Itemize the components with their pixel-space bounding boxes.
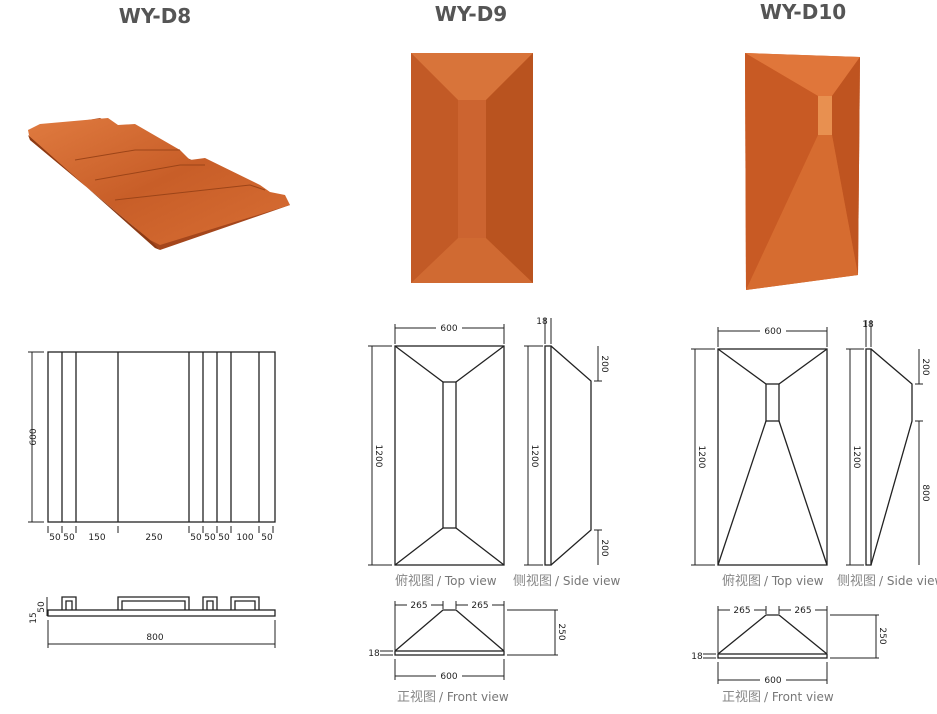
d10-side-top: 200 — [920, 358, 930, 375]
d10-front-left: 265 — [733, 606, 750, 616]
product-title-d8: WY-D8 — [118, 4, 192, 28]
d10-side-caption: 侧视图/ Side view — [837, 574, 937, 589]
d10-top-view: 600 1200 俯视图/ Top view — [691, 325, 828, 589]
d8-top-view: 600 50 50 150 250 50 50 50 100 50 — [28, 351, 276, 543]
d8-seg-label: 50 — [63, 533, 75, 543]
d8-height-label: 600 — [29, 428, 39, 445]
d9-top-view: 600 1200 俯视图/ Top view — [368, 322, 505, 589]
d9-front-caption: 正视图/ Front view — [397, 690, 509, 705]
d9-side-caption: 侧视图/ Side view — [513, 574, 620, 589]
d8-seg-label: 150 — [88, 533, 105, 543]
d10-top-caption: 俯视图/ Top view — [722, 573, 824, 589]
d8-width-label: 800 — [146, 633, 163, 643]
d10-side-bottom: 800 — [920, 484, 930, 501]
d9-front-thickness: 18 — [368, 649, 380, 659]
d9-top-height: 1200 — [373, 445, 383, 468]
d9-top-caption: 俯视图/ Top view — [395, 573, 497, 589]
d10-front-right: 265 — [794, 606, 811, 616]
product-title-d10: WY-D10 — [759, 0, 847, 24]
d8-seg-label: 100 — [236, 533, 253, 543]
d8-side-view: 800 50 15 — [29, 596, 276, 648]
d9-side-view: 18 1200 200 200 侧视图/ Side view — [513, 317, 620, 589]
d8-seg-label: 50 — [218, 533, 230, 543]
d9-front-left: 265 — [410, 601, 427, 611]
d10-top-width: 600 — [764, 327, 781, 337]
product-photo-d8 — [28, 118, 290, 250]
d10-front-height: 250 — [877, 627, 887, 644]
d10-top-height: 1200 — [696, 446, 706, 469]
d8-seg-label: 250 — [145, 533, 162, 543]
d9-front-view: 265 265 250 18 600 正视图/ Front view — [368, 600, 566, 705]
product-title-d9: WY-D9 — [434, 2, 508, 26]
d10-side-view: 18 1200 200 800 侧视图/ Side view — [837, 320, 937, 589]
d9-front-right: 265 — [471, 601, 488, 611]
d10-front-width: 600 — [764, 676, 781, 686]
product-photo-d9 — [411, 53, 533, 283]
d8-seg-label: 50 — [261, 533, 273, 543]
product-photo-d10 — [745, 53, 860, 290]
d8-seg-label: 50 — [204, 533, 216, 543]
d8-bump-label: 50 — [37, 601, 47, 613]
d9-front-height: 250 — [556, 623, 566, 640]
d10-side-height: 1200 — [851, 446, 861, 469]
d10-side-thickness: 18 — [862, 320, 874, 330]
d9-side-height: 1200 — [529, 445, 539, 468]
d9-top-width: 600 — [440, 324, 457, 334]
d8-seg-label: 50 — [190, 533, 202, 543]
d8-base-label: 15 — [29, 612, 39, 623]
d9-front-width: 600 — [440, 672, 457, 682]
d9-side-bottom: 200 — [599, 539, 609, 556]
d9-side-thickness: 18 — [536, 317, 548, 327]
d9-side-top: 200 — [599, 355, 609, 372]
d10-front-thickness: 18 — [691, 652, 703, 662]
d8-seg-label: 50 — [49, 533, 61, 543]
d10-front-view: 265 265 250 18 600 正视图/ Front view — [691, 605, 887, 705]
d10-front-caption: 正视图/ Front view — [722, 690, 834, 705]
